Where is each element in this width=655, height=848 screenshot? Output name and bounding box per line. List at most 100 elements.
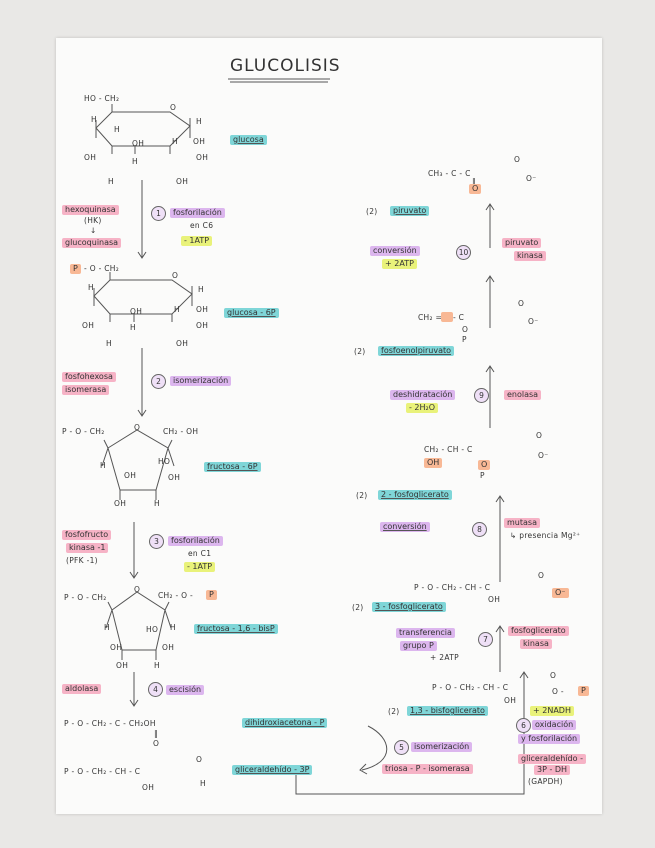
g6p-oh4: OH bbox=[196, 322, 208, 330]
f16bp-oh1: OH bbox=[110, 644, 122, 652]
g6p-ch2: - O - CH₂ bbox=[84, 265, 119, 273]
glucose-o: O bbox=[170, 104, 176, 112]
pg3-o-minus: O⁻ bbox=[552, 588, 569, 598]
g6p-h3: H bbox=[174, 306, 180, 314]
g6p-h5: H bbox=[106, 340, 112, 348]
bpg-label: 1,3 - bisfoglicerato bbox=[407, 706, 488, 716]
step10-number: 10 bbox=[456, 245, 471, 260]
arrow-step10 bbox=[486, 204, 494, 248]
g6p-phosphate: P bbox=[70, 264, 81, 274]
g6p-label: glucosa - 6P bbox=[224, 308, 279, 318]
pyruvate-label: piruvato bbox=[390, 206, 429, 216]
step6-nadh: + 2NADH bbox=[530, 706, 574, 716]
pg2-o-top: O bbox=[536, 432, 542, 440]
glucose-h7: OH bbox=[176, 178, 188, 186]
f16bp-right: CH₂ - O - bbox=[158, 592, 193, 600]
pg3-count: (2) bbox=[352, 604, 364, 612]
step3-action: fosforilación bbox=[168, 536, 223, 546]
title-underline bbox=[228, 79, 330, 82]
glucose-h1: H bbox=[91, 116, 97, 124]
g3p-oh: OH bbox=[142, 784, 154, 792]
step2-number: 2 bbox=[151, 374, 166, 389]
step1-action: fosforilación bbox=[170, 208, 225, 218]
step7-atp: + 2ATP bbox=[430, 654, 459, 662]
step1-action-c6: en C6 bbox=[190, 222, 213, 230]
pep-label: fosfoenolpiruvato bbox=[378, 346, 454, 356]
step10-enzyme-line2: kinasa bbox=[514, 251, 546, 261]
step6-number: 6 bbox=[516, 718, 531, 733]
step10-action: conversión bbox=[370, 246, 420, 256]
dhap-formula: P - O - CH₂ - C - CH₂OH bbox=[64, 720, 156, 728]
pep-eq-highlight: O bbox=[441, 312, 453, 322]
g6p-h2: H bbox=[198, 286, 204, 294]
step9-water: - 2H₂O bbox=[406, 403, 438, 413]
arrow-step2 bbox=[138, 348, 146, 416]
dhap-label: dihidroxiacetona - P bbox=[242, 718, 327, 728]
glucose-h6: H bbox=[108, 178, 114, 186]
f6p-h2: H bbox=[154, 500, 160, 508]
step3-enzyme-line1: fosfofructo bbox=[62, 530, 111, 540]
glucose-h5: H bbox=[132, 158, 138, 166]
dhap-double-bond: ‖ bbox=[154, 730, 158, 738]
bpg-o-top: O bbox=[550, 672, 556, 680]
g3p-o: O bbox=[196, 756, 202, 764]
step6-enzyme-line1: gliceraldehído - bbox=[518, 754, 586, 764]
arrow-step7 bbox=[496, 496, 504, 582]
f16bp-ho: HO bbox=[146, 626, 158, 634]
pg2-oh: OH bbox=[424, 458, 442, 468]
glucose-oh1: OH bbox=[132, 140, 144, 148]
pep-o-minus: O⁻ bbox=[528, 318, 538, 326]
pyruvate-count: (2) bbox=[366, 208, 378, 216]
g3p-label: gliceraldehído - 3P bbox=[232, 765, 312, 775]
f16bp-oh3: OH bbox=[116, 662, 128, 670]
glucose-oh4: OH bbox=[196, 154, 208, 162]
f6p-o: O bbox=[134, 424, 140, 432]
dhap-o: O bbox=[153, 740, 159, 748]
pep-o: O bbox=[462, 326, 468, 334]
f6p-oh3: OH bbox=[114, 500, 126, 508]
pyruvate-o-top: O bbox=[514, 156, 520, 164]
arrow-step6 bbox=[496, 626, 504, 672]
f16bp-h1: H bbox=[104, 624, 110, 632]
step8-number: 8 bbox=[472, 522, 487, 537]
pyruvate-formula: CH₃ - C - C bbox=[428, 170, 471, 178]
pg3-label: 3 - fosfoglicerato bbox=[372, 602, 446, 612]
f6p-right: CH₂ - OH bbox=[163, 428, 198, 436]
step3-atp: - 1ATP bbox=[184, 562, 215, 572]
pg2-p: P bbox=[480, 472, 485, 480]
glucose-h2: H bbox=[196, 118, 202, 126]
step1-enzyme-arrow: ↓ bbox=[90, 227, 97, 235]
step1-number: 1 bbox=[151, 206, 166, 221]
g3p-h: H bbox=[200, 780, 206, 788]
f6p-ho: HO bbox=[158, 458, 170, 466]
step9-enzyme: enolasa bbox=[504, 390, 541, 400]
pg3-formula: P - O - CH₂ - CH - C bbox=[414, 584, 490, 592]
step5-enzyme: triosa - P - isomerasa bbox=[382, 764, 473, 774]
f16bp-oh2: OH bbox=[162, 644, 174, 652]
bpg-p: P bbox=[578, 686, 589, 696]
g6p-oh5: OH bbox=[176, 340, 188, 348]
f16bp-h3: H bbox=[154, 662, 160, 670]
f6p-h1: H bbox=[100, 462, 106, 470]
step8-action: conversión bbox=[380, 522, 430, 532]
arrow-step9 bbox=[486, 276, 494, 328]
step6-enzyme-line2: 3P - DH bbox=[534, 765, 570, 775]
step2-action: isomerización bbox=[170, 376, 231, 386]
step4-enzyme: aldolasa bbox=[62, 684, 101, 694]
pep-o-top: O bbox=[518, 300, 524, 308]
step9-number: 9 bbox=[474, 388, 489, 403]
pg2-formula: CH₂ - CH - C bbox=[424, 446, 473, 454]
step7-action-line2: grupo P bbox=[400, 641, 437, 651]
step8-condition: ↳ presencia Mg²⁺ bbox=[510, 532, 580, 540]
step2-enzyme-line1: fosfohexosa bbox=[62, 372, 116, 382]
step7-action-line1: transferencia bbox=[396, 628, 455, 638]
g6p-o: O bbox=[172, 272, 178, 280]
g6p-oh3: OH bbox=[82, 322, 94, 330]
bpg-o-minus: O - bbox=[552, 688, 564, 696]
f6p-oh2: OH bbox=[168, 474, 180, 482]
pyruvate-o: O bbox=[469, 184, 481, 194]
g6p-h1: H bbox=[88, 284, 94, 292]
step2-enzyme-line2: isomerasa bbox=[62, 385, 109, 395]
pep-p: P bbox=[462, 336, 467, 344]
step10-enzyme-line1: piruvato bbox=[502, 238, 541, 248]
